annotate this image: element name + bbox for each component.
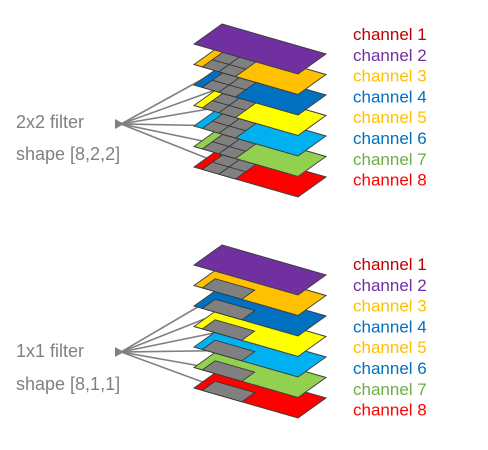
kernel-cell [218,84,247,98]
channel-label: channel 6 [353,359,427,378]
filter-diagram-1x1: channel 1 channel 2 channel 3 channel 4 … [16,244,427,420]
channel-label: channel 3 [353,297,427,316]
filter-diagram-2x2: channel 1 channel 2 channel 3 channel 4 … [16,23,427,198]
channel-label: channel 3 [353,67,427,86]
filter-arrowhead [115,347,124,357]
channel-label: channel 1 [353,255,427,274]
filter-shape-label: shape [8,2,2] [16,144,120,164]
filter-connector [120,84,230,125]
channel-label: channel 1 [353,25,427,44]
channel-label-list: channel 1 channel 2 channel 3 channel 4 … [353,255,427,420]
channel-label-list: channel 1 channel 2 channel 3 channel 4 … [353,25,427,190]
kernel-cell [218,105,247,118]
channel-layer [192,244,328,296]
filter-name-label: 1x1 filter [16,341,84,361]
channel-label: channel 5 [353,108,427,127]
filter-shape-label: shape [8,1,1] [16,374,120,394]
kernel-cell [201,380,256,403]
kernel-cell [218,146,247,159]
channel-label: channel 4 [353,317,427,336]
kernel-cell [201,360,256,382]
kernel-cell [201,319,256,341]
kernel-cell [218,125,247,139]
channel-label: channel 2 [353,276,427,295]
filter-connector [120,329,229,353]
channel-label: channel 8 [353,401,427,420]
channel-label: channel 5 [353,338,427,357]
filter-arrowhead [115,119,124,129]
channel-layer-stack [192,244,328,419]
channel-label: channel 6 [353,129,427,148]
channel-label: channel 2 [353,46,427,65]
channel-layer-stack [192,23,328,198]
channel-label: channel 8 [353,171,427,190]
filter-name-label: 2x2 filter [16,112,84,132]
kernel-cell [218,166,247,180]
channel-label: channel 4 [353,87,427,106]
kernel-cell [201,298,256,321]
kernel-cell [201,339,256,362]
channel-label: channel 7 [353,150,427,169]
channel-label: channel 7 [353,380,427,399]
channel-layer [192,23,328,75]
kernel-cell [218,64,247,77]
kernel-cell [201,278,256,300]
